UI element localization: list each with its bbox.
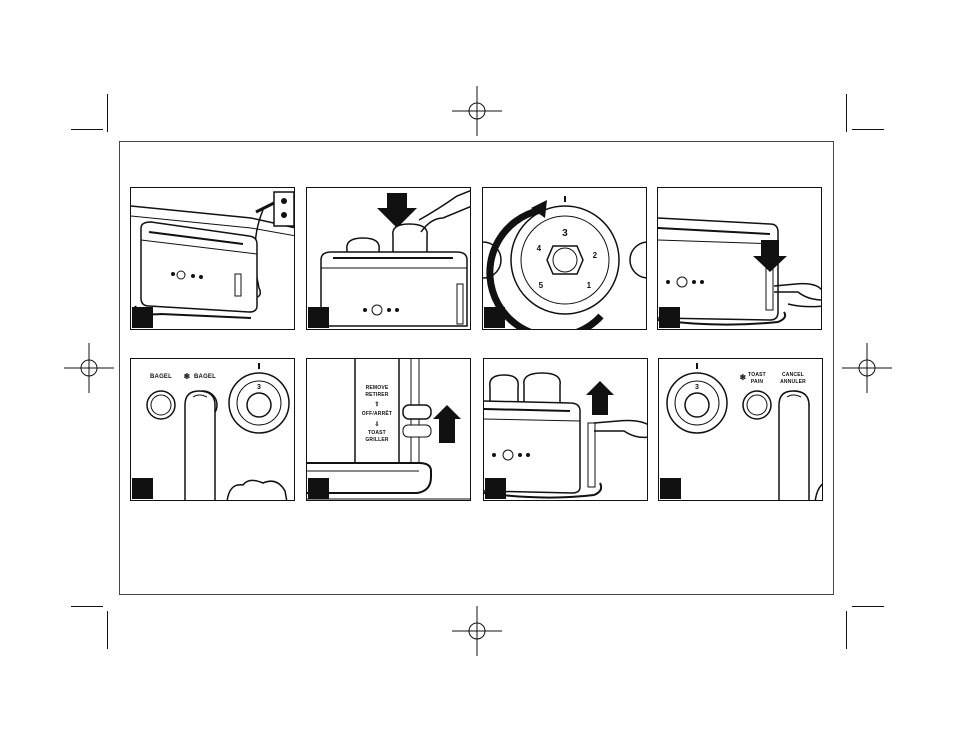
label-off-arret: OFF/ARRÊT — [362, 409, 392, 417]
step-marker-6 — [308, 478, 329, 499]
crop-mark-tl-h — [71, 129, 103, 130]
toaster-plug-illustration — [131, 188, 295, 330]
toaster-remove-toast-illustration — [484, 359, 648, 501]
step-marker-4 — [659, 307, 680, 328]
crop-mark-bl-v — [107, 611, 108, 649]
arrow-up-icon — [433, 405, 461, 443]
snowflake-icon: ❄ — [184, 372, 191, 381]
dial-mark-1: 1 — [587, 281, 592, 290]
registration-mark-right — [842, 343, 892, 393]
dial-number-3: 3 — [562, 228, 568, 239]
crop-mark-bl-h — [71, 606, 103, 607]
label-bagel: BAGEL — [150, 374, 172, 380]
crop-mark-tr-h — [852, 129, 884, 130]
label-griller: GRILLER — [365, 437, 389, 443]
toaster-lever-down-illustration — [658, 188, 822, 330]
down-arrow-outline-icon: ⇩ — [374, 421, 379, 428]
label-retirer: RETIRER — [365, 392, 389, 398]
shade-dial[interactable] — [229, 373, 289, 433]
dial-knob — [547, 246, 583, 274]
crop-mark-br-h — [852, 606, 884, 607]
crop-mark-tr-v — [846, 94, 847, 132]
hand-icon — [774, 284, 822, 292]
hand-icon — [594, 421, 648, 426]
panel-6-raise-lever: REMOVE RETIRER ⇧ OFF/ARRÊT ⇩ TOAST GRILL… — [306, 358, 471, 501]
wall-outlet-icon — [274, 192, 294, 226]
finger-icon — [185, 391, 215, 501]
crop-mark-br-v — [846, 611, 847, 649]
dial-mark-5: 5 — [539, 281, 544, 290]
step-marker-2 — [308, 307, 329, 328]
panel-8-cancel-button: 3 ❄ TOAST PAIN CANCEL ANNULER — [658, 358, 823, 501]
toaster-lever-up-illustration: REMOVE RETIRER ⇧ OFF/ARRÊT ⇩ TOAST GRILL… — [307, 359, 471, 501]
label-toast: TOAST — [748, 372, 766, 378]
registration-mark-top — [452, 86, 502, 136]
toaster-body — [141, 222, 257, 312]
step-marker-5 — [132, 478, 153, 499]
shade-dial-illustration: 3 4 2 5 1 — [483, 188, 647, 330]
hand-icon — [419, 190, 471, 220]
panel-4-press-lever — [657, 187, 822, 330]
cancel-button-illustration: 3 ❄ TOAST PAIN CANCEL ANNULER — [659, 359, 823, 501]
knuckles-icon — [227, 480, 287, 501]
dial-number-3: 3 — [257, 384, 261, 391]
dial-mark-2: 2 — [593, 251, 598, 260]
arrow-down-icon — [377, 193, 417, 228]
bagel-button-illustration: BAGEL BAGEL ❄ 3 — [131, 359, 295, 501]
step-marker-8 — [660, 478, 681, 499]
arrow-up-icon — [586, 381, 614, 415]
label-pain: PAIN — [751, 379, 764, 385]
dial-mark-4: 4 — [537, 244, 542, 253]
crop-mark-tl-v — [107, 94, 108, 132]
panel-1-plug-in — [130, 187, 295, 330]
label-remove: REMOVE — [366, 385, 389, 391]
dial-number-3: 3 — [695, 384, 699, 391]
label-bagel-defrost: BAGEL — [194, 374, 216, 380]
panel-2-insert-bread — [306, 187, 471, 330]
label-cancel: CANCEL — [782, 372, 804, 378]
lever-handle[interactable] — [403, 405, 431, 419]
panel-7-remove-toast — [483, 358, 648, 501]
step-marker-7 — [485, 478, 506, 499]
shade-dial[interactable] — [667, 373, 727, 433]
panel-5-bagel-button: BAGEL BAGEL ❄ 3 — [130, 358, 295, 501]
step-marker-3 — [484, 307, 505, 328]
up-arrow-outline-icon: ⇧ — [374, 401, 379, 408]
snowflake-icon: ❄ — [740, 373, 747, 382]
rotation-arrow-icon — [490, 210, 601, 330]
label-annuler: ANNULER — [780, 379, 806, 385]
registration-mark-left — [64, 343, 114, 393]
toast-slice-right — [524, 373, 560, 405]
step-marker-1 — [132, 307, 153, 328]
toaster-bread-illustration — [307, 188, 471, 330]
registration-mark-bottom — [452, 606, 502, 656]
finger-icon — [779, 391, 809, 501]
label-toast: TOAST — [368, 430, 386, 436]
panel-3-shade-dial: 3 4 2 5 1 — [482, 187, 647, 330]
toaster-body — [321, 252, 467, 326]
